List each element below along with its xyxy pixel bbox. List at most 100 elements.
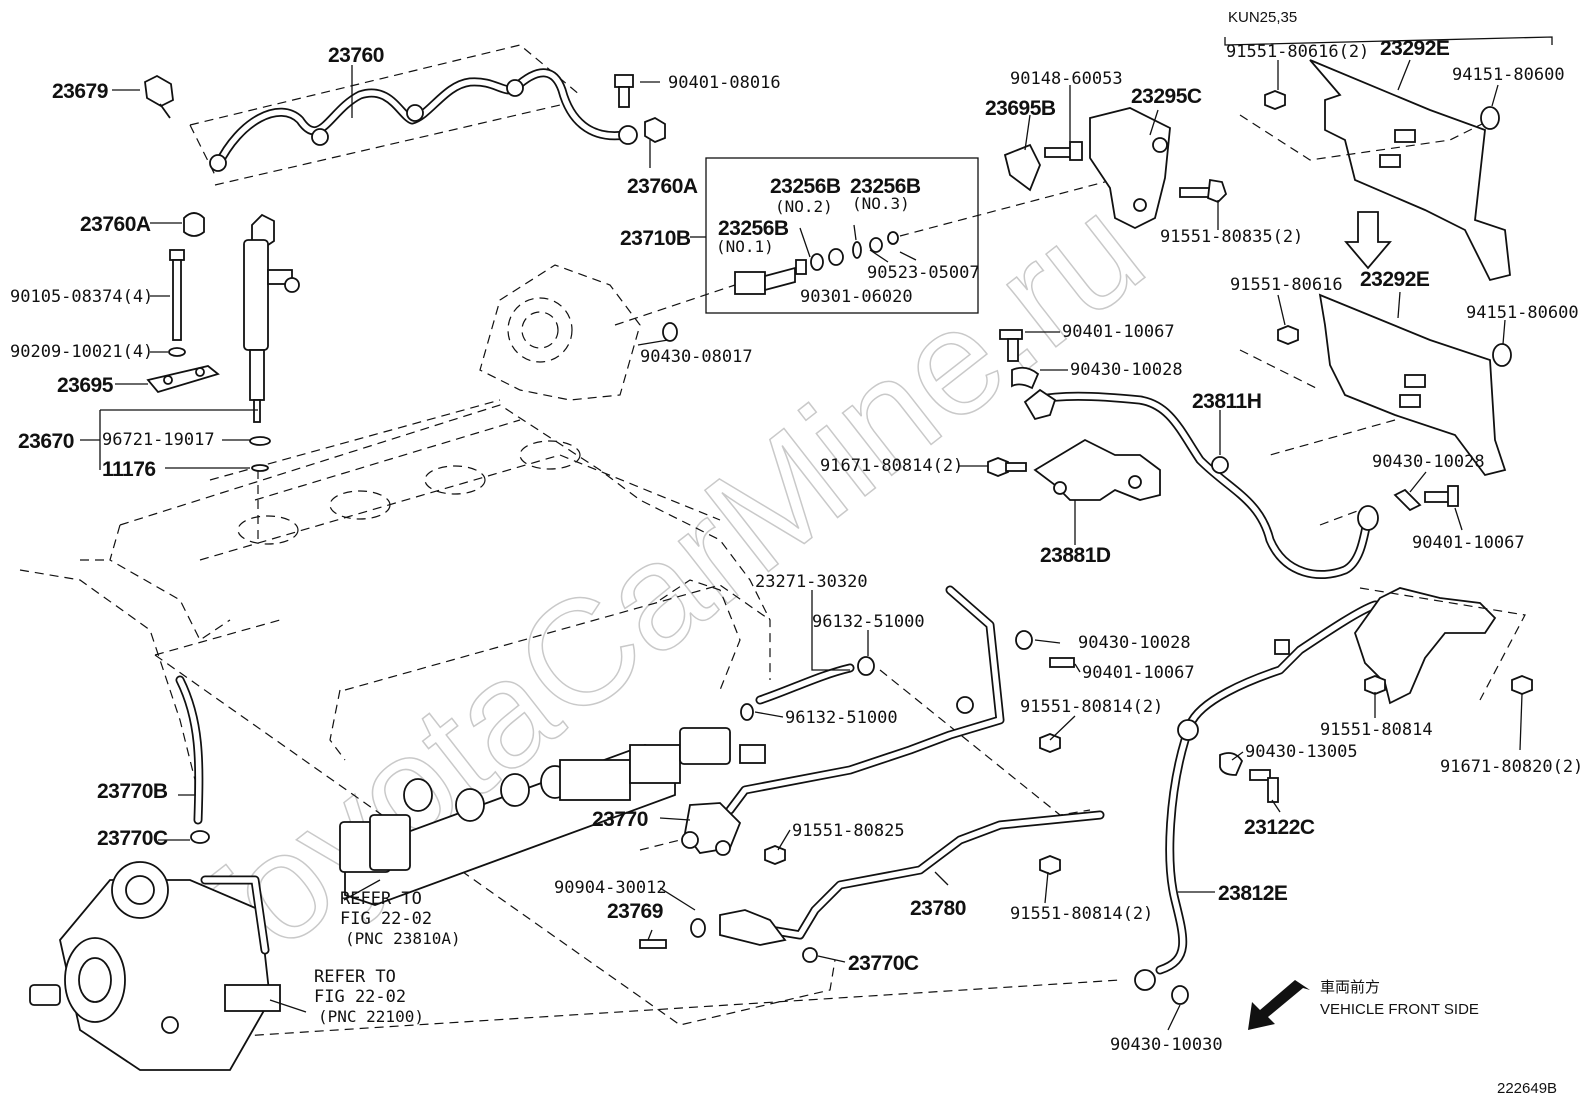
bolt-23679 [144,74,174,119]
label-90301-06020: 90301-06020 [800,287,913,307]
label-91551-80814-2b: 91551-80814(2) [1010,904,1153,924]
valve-23256b [662,231,899,342]
bracket-23295c [1089,107,1171,230]
transition-arrow [1344,211,1392,270]
label-91551-80814-2a: 91551-80814(2) [1020,697,1163,717]
ref1-line1: REFER TO [340,889,422,909]
label-90430-08017: 90430-08017 [640,347,753,367]
direction-en: VEHICLE FRONT SIDE [1320,1001,1479,1018]
label-90401-10067-a: 90401-10067 [1062,322,1175,342]
label-23760a-left: 23760A [80,213,151,236]
pipe-23780 [719,810,1105,963]
injector-23670 [243,213,300,472]
ref2-line3: (PNC 22100) [318,1007,424,1026]
label-23769: 23769 [607,900,663,923]
injection-pipe-23760 [189,44,666,186]
label-23271-30320: 23271-30320 [755,572,868,592]
bolt-90148-60053 [1044,141,1083,161]
label-91671-80814: 91671-80814(2) [820,456,963,476]
label-90105-08374: 90105-08374(4) [10,287,153,307]
label-23780: 23780 [910,897,966,920]
label-23679: 23679 [52,80,108,103]
ref1-line2: FIG 22-02 [340,909,432,929]
variant-label: KUN25,35 [1228,9,1297,26]
label-23295c: 23295C [1131,85,1202,108]
ref2-line1: REFER TO [314,967,396,987]
diagram-id: 222649B [1497,1080,1557,1097]
label-23812e: 23812E [1218,882,1288,905]
label-23710b: 23710B [620,227,691,250]
label-91551-80835: 91551-80835(2) [1160,227,1303,247]
hose-23770b [175,675,210,844]
label-96132-51000-b: 96132-51000 [785,708,898,728]
clamp-23695b [1003,143,1041,192]
label-23695b: 23695B [985,97,1056,120]
bolt-91551-80616-bot [1277,325,1299,345]
label-90904-30012: 90904-30012 [554,878,667,898]
nut-94151-80600-top [1480,106,1500,130]
pipe-23812e [1134,587,1497,1005]
vehicle-front-arrow [1248,980,1310,1030]
pipe-23770 [681,585,1005,856]
bolt-90401-10067-a [999,329,1023,362]
label-23292e-bot: 23292E [1360,268,1430,291]
bolt-90401-08016 [614,74,634,108]
note-no2: (NO.2) [775,197,833,216]
pipe-23811h [1023,388,1379,580]
label-90523-05007: 90523-05007 [867,263,980,283]
label-23770: 23770 [592,808,648,831]
label-23760a-top: 23760A [627,175,698,198]
gasket-bolt-right [1393,485,1459,512]
supply-pump [29,861,281,1071]
label-91551-80616-2: 91551-80616(2) [1226,42,1369,62]
note-no3: (NO.3) [852,194,910,213]
label-90430-10028-b: 90430-10028 [1372,452,1485,472]
bolt-91551-80616-top [1264,90,1286,110]
label-90430-10028-a: 90430-10028 [1070,360,1183,380]
common-rail [339,727,766,906]
label-23292e-top: 23292E [1380,37,1450,60]
label-23770b: 23770B [97,780,168,803]
label-23760: 23760 [328,44,384,67]
label-23122c: 23122C [1244,816,1315,839]
label-91671-80820: 91671-80820(2) [1440,757,1583,777]
ref1-line3: (PNC 23810A) [345,929,461,948]
note-no1: (NO.1) [716,237,774,256]
label-90148-60053: 90148-60053 [1010,69,1123,89]
direction-jp: 車両前方 [1320,979,1380,996]
label-23256b-no1: 23256B [718,217,789,240]
label-90401-10067-b: 90401-10067 [1412,533,1525,553]
label-91551-80616: 91551-80616 [1230,275,1343,295]
label-23811h: 23811H [1192,390,1261,413]
label-90401-10067-c: 90401-10067 [1082,663,1195,683]
bolt-91671-80814 [987,457,1027,477]
label-23256b-no3: 23256B [850,175,921,198]
label-91551-80825: 91551-80825 [792,821,905,841]
label-11176: 11176 [102,458,156,481]
clamp-23760a [183,212,205,237]
label-90401-08016: 90401-08016 [668,73,781,93]
fasteners-right [1219,675,1533,803]
label-23256b-no2: 23256B [770,175,841,198]
label-96132-51000-a: 96132-51000 [812,612,925,632]
label-96721-19017: 96721-19017 [102,430,215,450]
pump-body-dashed [479,264,641,401]
label-23881d: 23881D [1040,544,1111,567]
label-23770c-left: 23770C [97,827,168,850]
ref2-line2: FIG 22-02 [314,987,406,1007]
bracket-23292e-top [1309,59,1511,282]
bracket-23881d [1033,438,1161,501]
gasket-90430-10028-a [1011,366,1040,390]
box-23710b [705,157,979,314]
bolt-91551-80835 [1179,178,1228,204]
bolt-90105-08374 [168,249,186,357]
label-91551-80814: 91551-80814 [1320,720,1433,740]
label-90430-10028-c: 90430-10028 [1078,633,1191,653]
label-23670: 23670 [18,430,74,453]
label-90430-13005: 90430-13005 [1245,742,1358,762]
label-23695: 23695 [57,374,114,397]
label-90430-10030: 90430-10030 [1110,1035,1223,1055]
fasteners-center [639,630,1075,949]
